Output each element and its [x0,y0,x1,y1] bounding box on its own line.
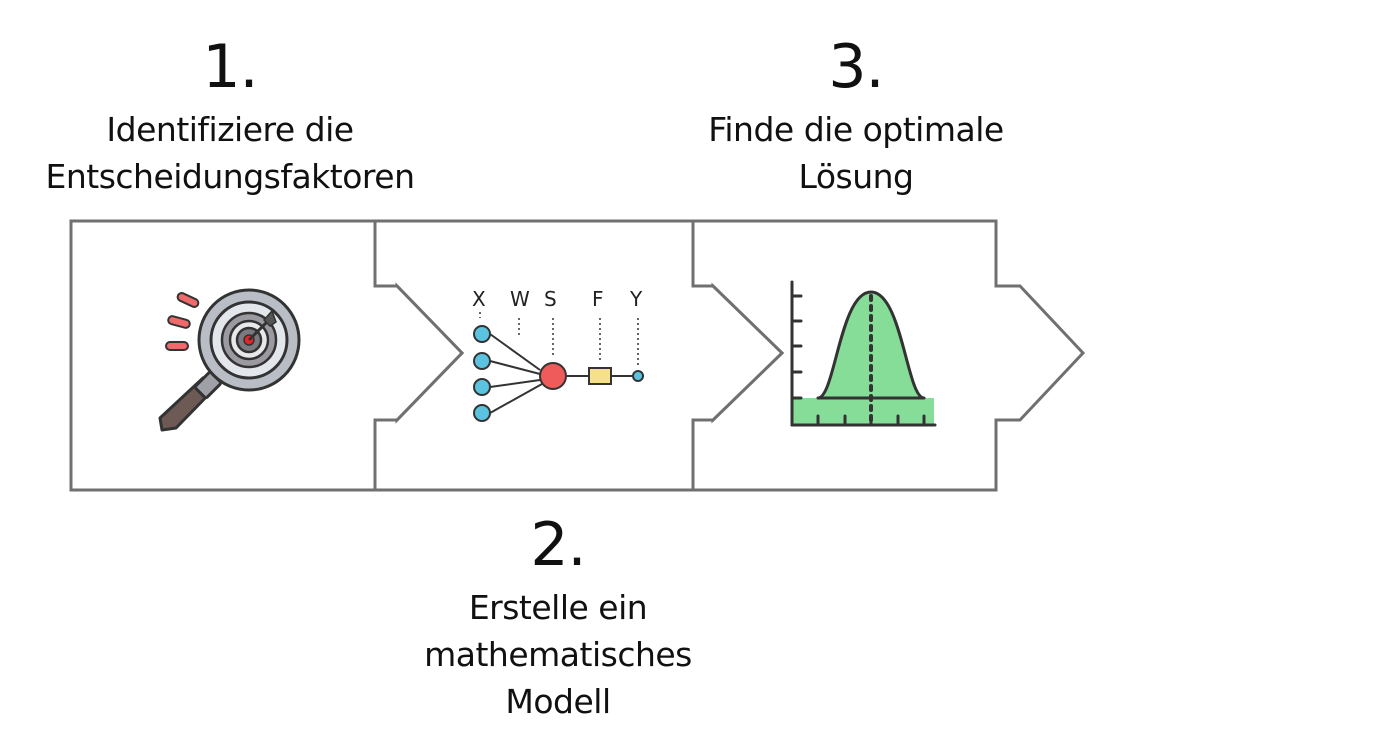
link-input-1 [489,333,541,371]
input-node-3 [473,378,491,396]
step-1-label-line-1: Identifiziere die [106,110,354,149]
step-2-label-line-3: Modell [505,682,611,721]
step-2-label: Erstelle ein mathematisches Modell [358,584,758,725]
step-3-number: 3. [828,32,884,102]
neural-network-icon: X W S F Y [472,287,644,422]
letter-w: W [510,287,530,311]
sparkle-mark-bottom [165,341,189,351]
step-2-number: 2. [530,510,586,580]
dart-fletching [262,309,277,327]
sum-node [539,362,567,390]
curve-base-band [792,398,934,425]
bell-curve-chart-icon [790,280,937,427]
letter-f: F [592,287,604,311]
letter-x: X [472,287,486,311]
input-node-1 [473,325,491,343]
link-input-4 [489,383,543,414]
sparkle-mark-middle [167,315,191,329]
function-box [588,367,612,385]
sparkle-mark-top [176,292,200,308]
output-node [632,370,644,382]
link-input-3 [489,379,541,388]
magnifier-target-icon [158,288,301,432]
step-1-number: 1. [202,32,258,102]
link-input-2 [489,360,541,375]
step-1-label-line-2: Entscheidungsfaktoren [45,157,415,196]
letter-y: Y [629,287,643,311]
input-node-2 [473,352,491,370]
step-1-label: Identifiziere die Entscheidungsfaktoren [0,106,460,200]
input-node-4 [473,404,491,422]
step-3-label-line-1: Finde die optimale [708,110,1004,149]
step-2-label-line-2: mathematisches [424,635,692,674]
step-3-label: Finde die optimale Lösung [646,106,1066,200]
step-2-label-line-1: Erstelle ein [468,588,648,627]
letter-s: S [544,287,557,311]
step-3-label-line-2: Lösung [798,157,914,196]
